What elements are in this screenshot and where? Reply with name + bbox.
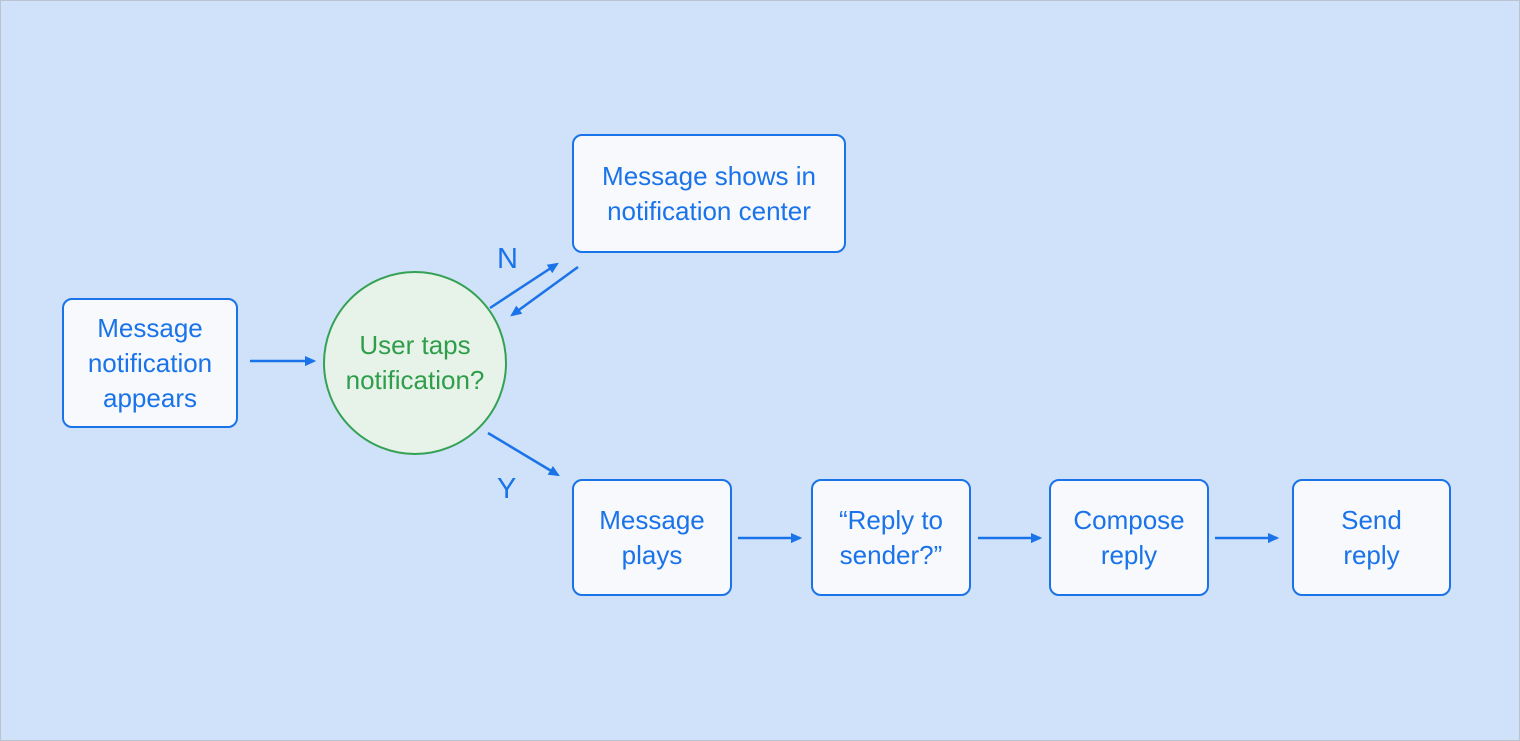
node-decision-user-taps-notification: User taps notification?	[323, 271, 507, 455]
edge-notification-center-to-decision	[510, 265, 579, 317]
node-message-plays: Message plays	[572, 479, 732, 596]
node-message-shows-in-notification-center: Message shows in notification center	[572, 134, 846, 253]
node-send-reply: Send reply	[1292, 479, 1451, 596]
node-compose-reply: Compose reply	[1049, 479, 1209, 596]
edge-decision-to-message-plays	[487, 431, 560, 477]
node-message-notification-appears: Message notification appears	[62, 298, 238, 428]
branch-label-no: N	[497, 243, 518, 275]
node-reply-to-sender: “Reply to sender?”	[811, 479, 971, 596]
branch-label-yes: Y	[497, 473, 517, 505]
